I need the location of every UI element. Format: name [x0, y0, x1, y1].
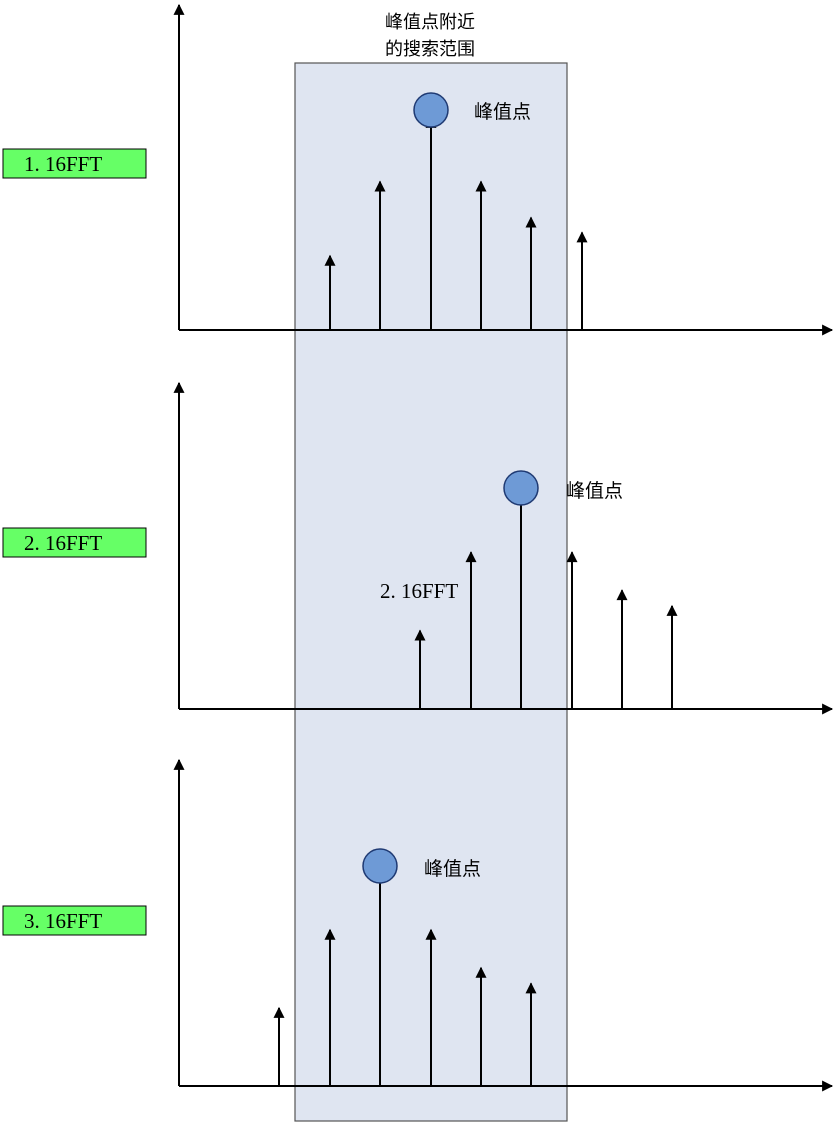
fft-row-3: 3. 16FFT 峰值点 [2, 758, 834, 1092]
row-2-peak-circle [503, 470, 539, 506]
row-3-stems [273, 861, 537, 1086]
row-1-peak-label: 峰值点 [474, 101, 531, 123]
row-1-stems [324, 116, 588, 330]
row-2-panel-label: 2. 16FFT [24, 531, 102, 555]
row-1-peak-circle [413, 92, 449, 128]
row-3-panel-label: 3. 16FFT [24, 909, 102, 933]
row-3-peak-circle [362, 848, 398, 884]
row-2-peak-label: 峰值点 [566, 480, 623, 502]
row-2-panel-box [2, 527, 147, 558]
row-3-panel-box [2, 905, 147, 936]
row-2-inline-label: 2. 16FFT [380, 579, 458, 603]
search-region-label-line1: 峰值点附近 [385, 12, 475, 33]
row-2-stems [414, 483, 678, 709]
row-3-peak-label: 峰值点 [424, 858, 481, 880]
fft-row-1: 1. 16FFT 峰值点 [2, 3, 834, 336]
row-1-panel-box [2, 148, 147, 179]
search-region-label-line2: 的搜索范围 [385, 39, 475, 60]
fft-row-2: 2. 16FFT 2. 16FFT 峰值点 [2, 381, 834, 715]
row-1-panel-label: 1. 16FFT [24, 152, 102, 176]
